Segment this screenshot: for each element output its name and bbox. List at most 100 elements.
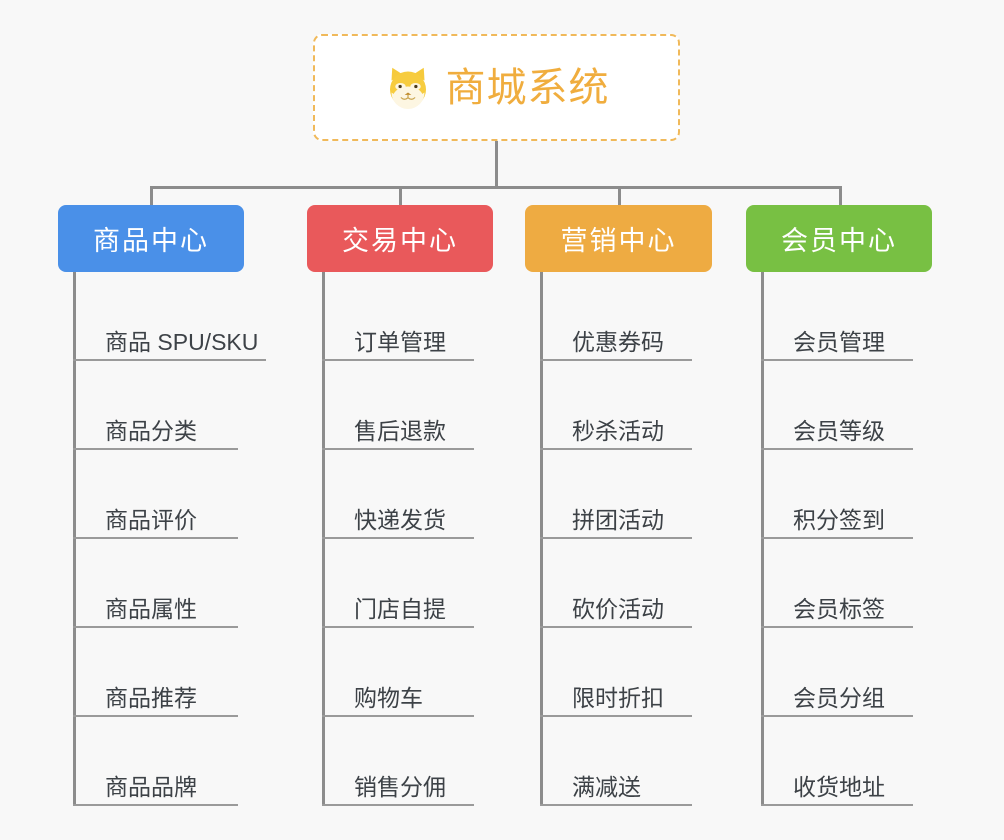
leaf-item[interactable]: 满减送 bbox=[540, 717, 712, 806]
connector-drop-marketing-center bbox=[618, 186, 621, 208]
leaf-list-trade-center: 订单管理售后退款快递发货门店自提购物车销售分佣 bbox=[322, 272, 493, 806]
column-spine-trade-center bbox=[322, 272, 325, 806]
leaf-list-member-center: 会员管理会员等级积分签到会员标签会员分组收货地址 bbox=[761, 272, 932, 806]
leaf-item[interactable]: 会员标签 bbox=[761, 539, 932, 628]
leaf-item-label: 商品分类 bbox=[105, 418, 197, 444]
leaf-list-product-center: 商品 SPU/SKU 商品分类商品评价商品属性商品推荐商品品牌 bbox=[73, 272, 266, 806]
leaf-list-marketing-center: 优惠券码秒杀活动拼团活动砍价活动限时折扣满减送 bbox=[540, 272, 712, 806]
connector-drop-product-center bbox=[150, 186, 153, 208]
leaf-item-label: 会员管理 bbox=[793, 329, 885, 355]
category-header-label: 会员中心 bbox=[781, 226, 897, 256]
leaf-item-label: 秒杀活动 bbox=[572, 418, 664, 444]
category-column-trade-center: 交易中心订单管理售后退款快递发货门店自提购物车销售分佣 bbox=[307, 205, 493, 806]
leaf-item[interactable]: 销售分佣 bbox=[322, 717, 493, 806]
leaf-item[interactable]: 订单管理 bbox=[322, 272, 493, 361]
leaf-item[interactable]: 砍价活动 bbox=[540, 539, 712, 628]
leaf-item-underline bbox=[540, 537, 692, 539]
leaf-item-underline bbox=[540, 626, 692, 628]
category-header-marketing-center[interactable]: 营销中心 bbox=[525, 205, 712, 272]
leaf-item-label: 会员等级 bbox=[793, 418, 885, 444]
leaf-item-underline bbox=[322, 537, 474, 539]
leaf-item-label: 售后退款 bbox=[354, 418, 446, 444]
leaf-item[interactable]: 商品评价 bbox=[73, 450, 258, 539]
leaf-item-underline bbox=[761, 359, 913, 361]
connector-root-stem bbox=[495, 141, 498, 188]
leaf-item[interactable]: 购物车 bbox=[322, 628, 493, 717]
leaf-item-underline bbox=[761, 537, 913, 539]
leaf-item-underline bbox=[322, 804, 474, 806]
leaf-item-underline bbox=[761, 804, 913, 806]
leaf-item-underline bbox=[761, 626, 913, 628]
connector-drop-member-center bbox=[839, 186, 842, 208]
leaf-item-label: 积分签到 bbox=[793, 507, 885, 533]
connector-drop-trade-center bbox=[399, 186, 402, 208]
leaf-item-underline bbox=[540, 359, 692, 361]
leaf-item[interactable]: 商品 SPU/SKU bbox=[73, 272, 266, 361]
leaf-item[interactable]: 商品分类 bbox=[73, 361, 258, 450]
leaf-item[interactable]: 积分签到 bbox=[761, 450, 932, 539]
leaf-item-label: 销售分佣 bbox=[354, 774, 446, 800]
leaf-item-underline bbox=[73, 448, 238, 450]
leaf-item[interactable]: 商品品牌 bbox=[73, 717, 258, 806]
leaf-item-label: 满减送 bbox=[572, 774, 641, 800]
leaf-item[interactable]: 限时折扣 bbox=[540, 628, 712, 717]
leaf-item-label: 拼团活动 bbox=[572, 507, 664, 533]
category-header-trade-center[interactable]: 交易中心 bbox=[307, 205, 493, 272]
root-node-shop-system[interactable]: 商城系统 bbox=[313, 34, 680, 141]
leaf-item[interactable]: 会员分组 bbox=[761, 628, 932, 717]
leaf-item-underline bbox=[322, 715, 474, 717]
leaf-item[interactable]: 商品推荐 bbox=[73, 628, 258, 717]
leaf-item-underline bbox=[540, 804, 692, 806]
category-header-label: 营销中心 bbox=[560, 226, 677, 256]
leaf-item-underline bbox=[73, 626, 238, 628]
leaf-item-underline bbox=[73, 804, 238, 806]
category-header-label: 交易中心 bbox=[342, 226, 458, 256]
leaf-item-label: 优惠券码 bbox=[572, 329, 664, 355]
leaf-item-underline bbox=[73, 715, 238, 717]
leaf-item[interactable]: 优惠券码 bbox=[540, 272, 712, 361]
leaf-item-label: 门店自提 bbox=[354, 596, 446, 622]
column-spine-marketing-center bbox=[540, 272, 543, 806]
leaf-item[interactable]: 秒杀活动 bbox=[540, 361, 712, 450]
leaf-item-underline bbox=[540, 715, 692, 717]
leaf-item[interactable]: 快递发货 bbox=[322, 450, 493, 539]
category-column-member-center: 会员中心会员管理会员等级积分签到会员标签会员分组收货地址 bbox=[746, 205, 932, 806]
leaf-item-label: 商品品牌 bbox=[105, 774, 197, 800]
leaf-item-label: 商品推荐 bbox=[105, 685, 197, 711]
leaf-item-label: 砍价活动 bbox=[572, 596, 664, 622]
leaf-item-underline bbox=[322, 626, 474, 628]
leaf-item-underline bbox=[73, 359, 266, 361]
leaf-item-label: 商品属性 bbox=[105, 596, 197, 622]
leaf-item-label: 商品 SPU/SKU bbox=[105, 329, 259, 355]
leaf-item-label: 会员标签 bbox=[793, 596, 885, 622]
leaf-item-underline bbox=[322, 448, 474, 450]
leaf-item-underline bbox=[761, 715, 913, 717]
category-header-member-center[interactable]: 会员中心 bbox=[746, 205, 932, 272]
leaf-item-label: 限时折扣 bbox=[572, 685, 664, 711]
leaf-item-label: 收货地址 bbox=[793, 774, 885, 800]
leaf-item-label: 商品评价 bbox=[105, 507, 197, 533]
column-spine-member-center bbox=[761, 272, 764, 806]
leaf-item[interactable]: 收货地址 bbox=[761, 717, 932, 806]
leaf-item-label: 会员分组 bbox=[793, 685, 885, 711]
leaf-item-underline bbox=[540, 448, 692, 450]
leaf-item[interactable]: 商品属性 bbox=[73, 539, 258, 628]
leaf-item-underline bbox=[322, 359, 474, 361]
root-node-title: 商城系统 bbox=[445, 65, 610, 110]
leaf-item[interactable]: 会员管理 bbox=[761, 272, 932, 361]
connector-horizontal-bus bbox=[150, 186, 842, 189]
leaf-item-underline bbox=[73, 537, 238, 539]
shiba-dog-face-icon bbox=[389, 67, 426, 109]
category-header-product-center[interactable]: 商品中心 bbox=[58, 205, 244, 272]
leaf-item-label: 购物车 bbox=[354, 685, 423, 711]
column-spine-product-center bbox=[73, 272, 76, 806]
leaf-item[interactable]: 售后退款 bbox=[322, 361, 493, 450]
leaf-item[interactable]: 门店自提 bbox=[322, 539, 493, 628]
category-header-label: 商品中心 bbox=[93, 226, 209, 256]
leaf-item-label: 订单管理 bbox=[354, 329, 446, 355]
leaf-item[interactable]: 会员等级 bbox=[761, 361, 932, 450]
leaf-item-label: 快递发货 bbox=[354, 507, 446, 533]
category-column-marketing-center: 营销中心优惠券码秒杀活动拼团活动砍价活动限时折扣满减送 bbox=[525, 205, 712, 806]
leaf-item[interactable]: 拼团活动 bbox=[540, 450, 712, 539]
